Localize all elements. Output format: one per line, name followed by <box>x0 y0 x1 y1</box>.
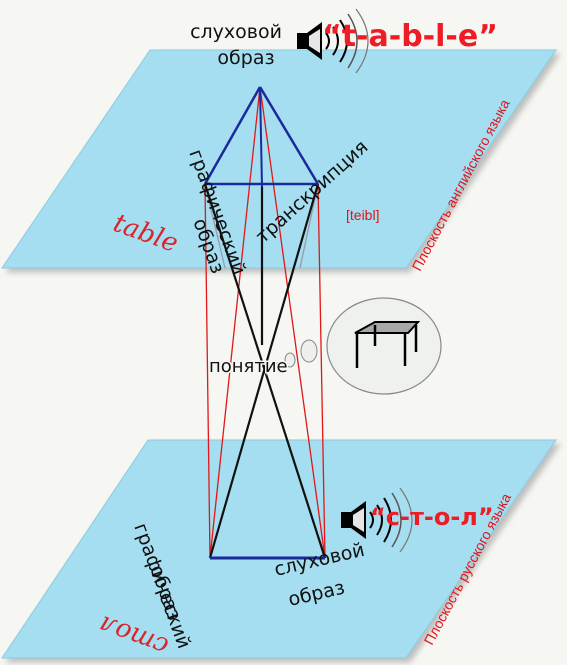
upper-triangle <box>203 86 320 188</box>
red-line <box>209 86 261 559</box>
upper-transcription-value: [teibl] <box>346 207 379 223</box>
red-line <box>204 183 211 559</box>
lower-plane <box>1 439 557 659</box>
red-line <box>259 86 326 559</box>
upper-sound-word: “t-a-b-l-e” <box>322 19 498 54</box>
red-line <box>317 183 326 559</box>
lower-sound-word: “с-т-о-л” <box>370 503 494 531</box>
upper-auditory-line1: слуховой <box>190 21 282 43</box>
speaker-icon-bottom <box>341 487 413 553</box>
table-icon <box>354 321 421 368</box>
upper-auditory-line2: образ <box>217 47 274 69</box>
gray-line <box>204 183 226 269</box>
upper-plane <box>1 49 557 269</box>
speaker-icon-top <box>297 8 369 74</box>
concept-label: понятие <box>209 356 288 377</box>
black-line <box>208 183 320 559</box>
